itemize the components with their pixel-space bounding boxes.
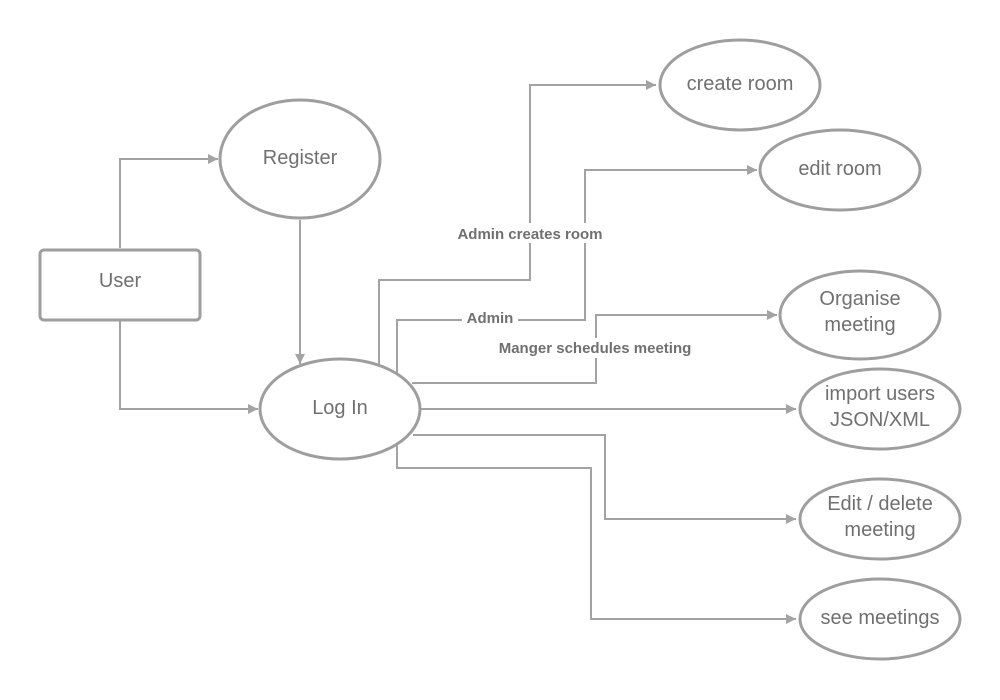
edge-labels: Admin creates room Admin Manger schedule… — [442, 223, 712, 358]
edge-label-admin: Admin — [467, 310, 514, 327]
edit-delete-meeting-line1: Edit / delete — [827, 493, 933, 515]
edge-login-see-meetings — [396, 445, 796, 624]
login-label: Log In — [312, 397, 368, 419]
node-edit-room: edit room — [758, 128, 922, 212]
edge-label-manager-schedules: Manger schedules meeting — [499, 340, 692, 357]
node-user: User — [38, 248, 202, 322]
edge-label-admin-creates-room: Admin creates room — [457, 226, 602, 243]
node-edit-delete-meeting: Edit / delete meeting — [798, 477, 962, 561]
edge-label-bg — [478, 338, 712, 358]
create-room-label: create room — [687, 73, 794, 95]
login-ellipse — [258, 357, 422, 461]
node-login: Log In — [258, 357, 422, 461]
edge-login-create-room — [378, 80, 656, 365]
organise-meeting-line2: meeting — [824, 314, 895, 336]
register-ellipse — [218, 98, 382, 220]
import-users-line1: import users — [825, 383, 935, 405]
see-meetings-label: see meetings — [821, 607, 940, 629]
edge-label-bg — [462, 309, 518, 329]
node-create-room: create room — [658, 38, 822, 132]
create-room-ellipse — [658, 38, 822, 132]
edit-delete-meeting-ellipse — [798, 477, 962, 561]
edit-room-ellipse — [758, 128, 922, 212]
edge-login-edit-room — [396, 165, 757, 375]
edit-delete-meeting-line2: meeting — [844, 519, 915, 541]
node-register: Register — [218, 98, 382, 220]
organise-meeting-ellipse — [778, 269, 942, 361]
user-box — [38, 248, 202, 322]
see-meetings-ellipse — [798, 577, 962, 661]
edge-label-bg — [442, 223, 618, 243]
node-import-users: import users JSON/XML — [798, 367, 962, 451]
register-label: Register — [263, 147, 338, 169]
edit-room-label: edit room — [798, 158, 881, 180]
import-users-line2: JSON/XML — [830, 409, 930, 431]
import-users-ellipse — [798, 367, 962, 451]
edge-login-edit-delete-meeting — [413, 434, 796, 524]
organise-meeting-line1: Organise — [819, 288, 900, 310]
edge-user-login — [119, 320, 258, 414]
user-label: User — [99, 270, 142, 292]
node-see-meetings: see meetings — [798, 577, 962, 661]
node-organise-meeting: Organise meeting — [778, 269, 942, 361]
edge-user-register — [119, 154, 218, 248]
